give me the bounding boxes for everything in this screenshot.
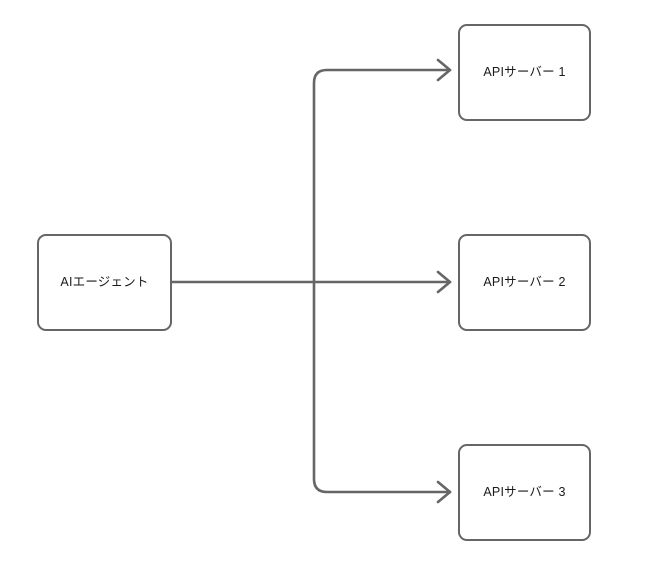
node-api-server-3-label: APIサーバー 3 — [483, 485, 566, 499]
arrowhead-server3-icon — [436, 480, 452, 504]
node-api-server-2[interactable]: APIサーバー 2 — [458, 234, 591, 331]
node-ai-agent[interactable]: AIエージェント — [37, 234, 172, 331]
edge-agent-server1 — [312, 68, 452, 284]
node-ai-agent-label: AIエージェント — [60, 275, 149, 289]
arrowhead-server2-icon — [436, 270, 452, 294]
node-api-server-1[interactable]: APIサーバー 1 — [458, 24, 591, 121]
node-api-server-3[interactable]: APIサーバー 3 — [458, 444, 591, 541]
node-api-server-1-label: APIサーバー 1 — [483, 65, 566, 79]
edge-agent-server3 — [312, 280, 452, 494]
arrowhead-server1-icon — [436, 58, 452, 82]
node-api-server-2-label: APIサーバー 2 — [483, 275, 566, 289]
